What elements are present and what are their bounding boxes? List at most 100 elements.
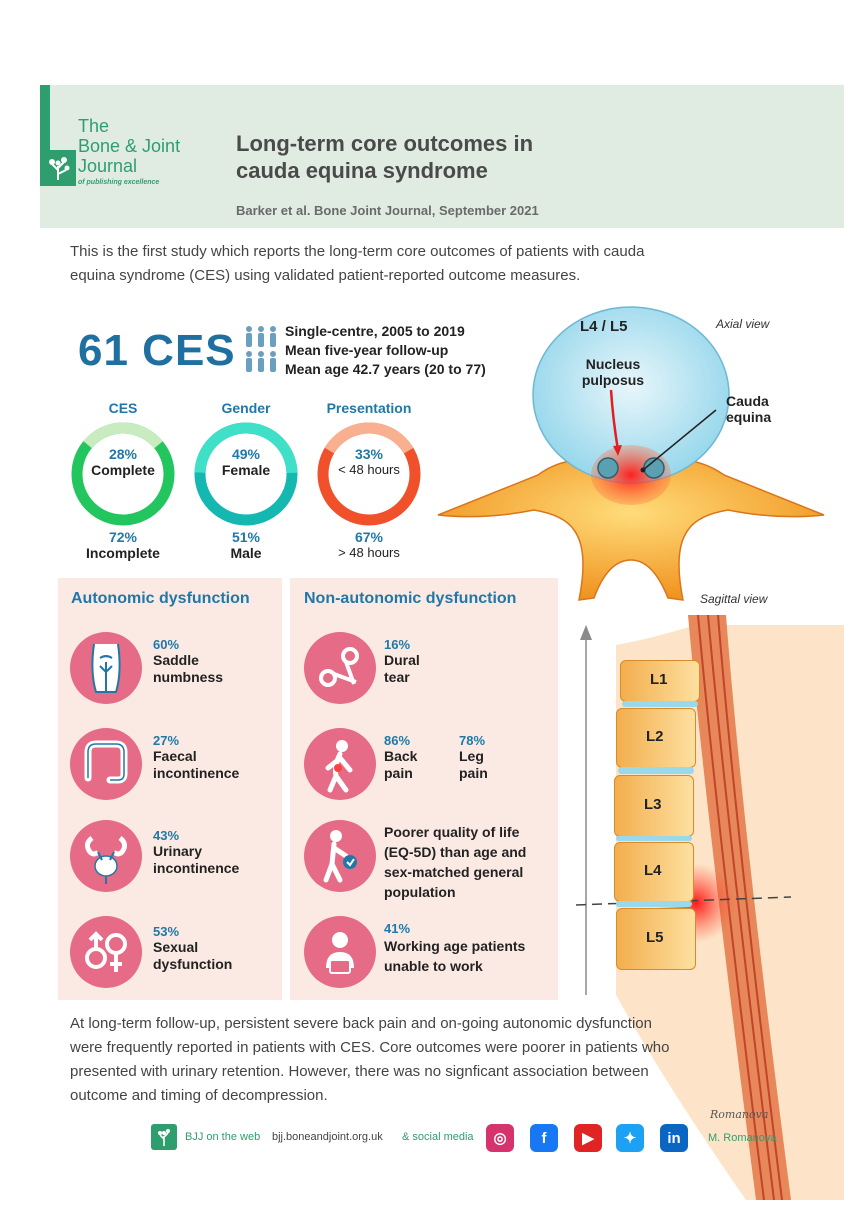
conclusion-text: At long-term follow-up, persistent sever… — [70, 1015, 670, 1104]
donut-top-label: Complete — [91, 462, 155, 478]
cauda-line: equina — [726, 409, 772, 425]
artist-credit: M. Romanova — [708, 1132, 777, 1144]
artist-signature: Romanova — [710, 1108, 769, 1121]
item-label: Back — [384, 748, 418, 764]
donut-bottom-text: Incomplete — [86, 545, 160, 561]
footer-url-link[interactable]: bjj.boneandjoint.org.uk — [272, 1131, 383, 1143]
back-pain-item: 86% Back pain — [384, 733, 417, 782]
autonomic-item: 27% Faecal incontinence — [153, 733, 239, 782]
donut-top-label: < 48 hours — [338, 462, 400, 477]
item-label: Working age patients — [384, 938, 526, 954]
back-pain-icon — [304, 728, 376, 800]
bowel-icon — [70, 728, 142, 800]
autonomic-title: Autonomic dysfunction — [71, 590, 250, 607]
donut-title: CES — [108, 400, 138, 416]
header-band — [40, 85, 844, 228]
vertebra-body — [614, 842, 694, 902]
donut-bottom-text: > 48 hours — [338, 545, 400, 560]
donut-bottom-percent: 67% — [354, 529, 384, 545]
leg-pain-item: 78% Leg pain — [459, 733, 488, 782]
item-label: population — [384, 884, 456, 900]
item-label: Faecal — [153, 748, 197, 764]
item-percent: 16% — [384, 637, 411, 652]
item-label: pain — [384, 765, 413, 781]
logo-line-1: The — [78, 116, 110, 136]
instagram-icon[interactable]: ◎ — [486, 1124, 514, 1152]
item-label: incontinence — [153, 765, 240, 781]
linkedin-icon[interactable]: in — [660, 1124, 688, 1152]
title-line-2: cauda equina syndrome — [236, 158, 488, 183]
journal-logo-text: The Bone & Joint Journal — [78, 116, 180, 176]
footer-web-label: BJJ on the web — [185, 1131, 261, 1143]
journal-logo-bar — [40, 85, 50, 185]
item-percent: 43% — [153, 828, 180, 843]
item-label: Urinary — [153, 843, 203, 859]
vertebra-label: L4 — [644, 862, 662, 879]
item-label: incontinence — [153, 860, 240, 876]
logo-tagline: 70 years of publishing excellence — [48, 179, 160, 186]
autonomic-item: 60% Saddle numbness — [153, 637, 223, 686]
donut-bottom-percent: 72% — [108, 529, 138, 545]
study-info-line: Mean five-year follow-up — [285, 342, 449, 358]
donut-inner-label: 33%< 48 hours — [309, 446, 429, 477]
intervertebral-disc — [616, 836, 692, 841]
twitter-icon[interactable]: ✦ — [616, 1124, 644, 1152]
logo-line-3: Journal — [78, 156, 138, 176]
item-label: Saddle — [153, 652, 199, 668]
facebook-icon[interactable]: f — [530, 1124, 558, 1152]
worker-icon — [304, 916, 376, 988]
logo-line-2: Bone & Joint — [78, 136, 181, 156]
footer-social-label: & social media — [402, 1131, 474, 1143]
study-info-line: Single-centre, 2005 to 2019 — [285, 323, 465, 339]
sagittal-view-label: Sagittal view — [700, 592, 768, 606]
gender-icon — [70, 916, 142, 988]
vertebra-label: L2 — [646, 728, 664, 745]
nucleus-line: pulposus — [581, 372, 645, 388]
bladder-icon — [70, 820, 142, 892]
donut-top-percent: 28% — [108, 446, 138, 462]
donut-inner-label: 28%Complete — [63, 446, 183, 478]
donut-bottom-text: Male — [230, 545, 262, 561]
donut-inner-label: 49%Female — [186, 446, 306, 478]
donut-top-percent: 33% — [354, 446, 384, 462]
intro-text: This is the first study which reports th… — [70, 243, 645, 284]
scissors-icon — [304, 632, 376, 704]
autonomic-item: 43% Urinary incontinence — [153, 828, 239, 877]
donut-segment-top — [317, 422, 421, 526]
nucleus-line: Nucleus — [585, 356, 641, 372]
spinal-level-label: L4 / L5 — [580, 318, 628, 335]
study-info-line: Mean age 42.7 years (20 to 77) — [285, 361, 486, 377]
vertebra-label: L3 — [644, 796, 662, 813]
youtube-icon[interactable]: ▶ — [574, 1124, 602, 1152]
item-percent: 53% — [153, 924, 180, 939]
item-percent: 86% — [384, 733, 411, 748]
donut-title: Gender — [221, 400, 271, 416]
item-label: dysfunction — [153, 956, 233, 972]
item-percent: 27% — [153, 733, 180, 748]
donut-bottom-percent: 51% — [231, 529, 261, 545]
item-percent: 78% — [459, 733, 486, 748]
people-icon — [244, 325, 278, 375]
item-label: unable to work — [384, 958, 483, 974]
study-info: Single-centre, 2005 to 2019 Mean five-ye… — [285, 322, 486, 379]
item-label: (EQ-5D) than age and — [384, 844, 527, 860]
vertebra-body — [616, 708, 696, 768]
item-label: Poorer quality of life — [384, 824, 520, 840]
axial-spine-illustration — [428, 300, 834, 610]
item-percent: 41% — [384, 921, 411, 936]
quality-of-life-item: Poorer quality of life (EQ-5D) than age … — [384, 822, 526, 902]
footer-logo-icon — [151, 1124, 177, 1150]
tree-logo-icon — [40, 150, 76, 186]
patient-count: 61 CES — [78, 326, 236, 375]
intervertebral-disc — [616, 901, 692, 907]
donut-bottom-label: 72%Incomplete — [63, 529, 183, 561]
vertebra-label: L1 — [650, 671, 668, 688]
intervertebral-disc — [622, 701, 698, 707]
donut-bottom-label: 67%> 48 hours — [309, 529, 429, 560]
unable-to-work-item: 41% Working age patients unable to work — [384, 921, 525, 976]
cauda-line: Cauda — [726, 393, 769, 409]
intervertebral-disc — [618, 767, 694, 774]
axial-view-label: Axial view — [716, 317, 770, 331]
vertebra-label: L5 — [646, 929, 664, 946]
donut-title: Presentation — [326, 400, 412, 416]
